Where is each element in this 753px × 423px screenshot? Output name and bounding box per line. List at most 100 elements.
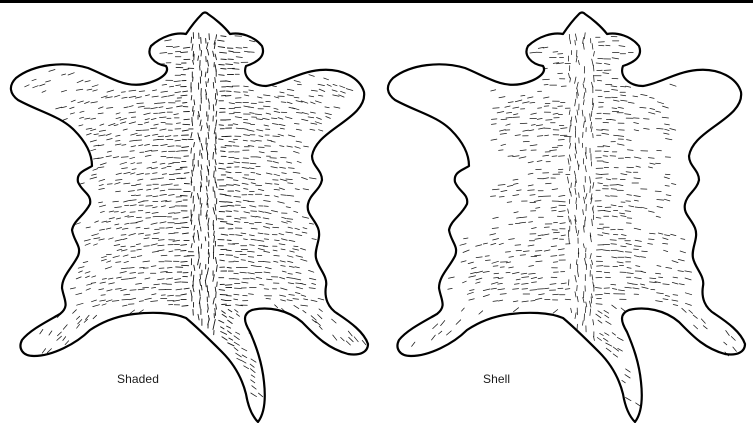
hair-stroke <box>100 229 105 230</box>
hair-stroke <box>288 168 294 169</box>
hair-stroke <box>263 218 269 219</box>
hair-stroke <box>122 228 128 229</box>
hair-stroke <box>476 257 482 258</box>
hair-stroke <box>153 173 158 174</box>
hair-stroke <box>282 217 286 218</box>
hair-stroke <box>151 244 157 245</box>
hair-stroke <box>248 251 255 252</box>
hair-stroke <box>229 141 235 142</box>
hair-stroke <box>309 223 313 224</box>
hair-stroke <box>136 283 142 284</box>
hair-stroke <box>593 65 594 71</box>
hair-stroke <box>128 191 134 192</box>
hair-stroke <box>123 238 127 239</box>
hair-stroke <box>222 337 227 340</box>
hair-stroke <box>640 107 646 108</box>
hair-stroke <box>460 244 466 246</box>
hair-stroke <box>302 232 307 233</box>
hair-stroke <box>583 210 584 215</box>
hair-stroke <box>553 52 558 53</box>
hair-stroke <box>612 289 616 290</box>
hair-stroke <box>115 289 121 290</box>
hair-stroke <box>701 319 705 323</box>
hair-stroke <box>121 268 128 269</box>
hair-stroke <box>228 310 232 312</box>
hair-stroke <box>144 238 149 239</box>
hair-stroke <box>213 83 214 89</box>
hair-stroke <box>561 128 567 129</box>
hair-stroke <box>153 90 157 91</box>
hair-stroke <box>121 250 127 251</box>
hair-stroke <box>200 120 201 126</box>
hair-stroke <box>327 85 331 87</box>
hair-stroke <box>167 278 173 279</box>
hair-stroke <box>198 133 200 140</box>
hair-stroke <box>590 301 591 307</box>
hair-stroke <box>304 299 308 300</box>
hair-stroke <box>685 271 692 272</box>
hair-stroke <box>561 235 565 236</box>
hair-stroke <box>207 50 208 56</box>
hair-stroke <box>685 303 691 305</box>
hair-stroke <box>569 73 570 78</box>
hair-stroke <box>672 261 678 263</box>
hair-stroke <box>568 159 569 165</box>
hair-stroke <box>221 222 227 223</box>
hair-stroke <box>226 172 231 173</box>
hair-stroke <box>523 102 530 103</box>
hair-stroke <box>232 69 239 70</box>
hair-stroke <box>726 331 730 336</box>
hair-stroke <box>78 320 82 324</box>
hair-stroke <box>456 320 461 325</box>
hair-stroke <box>107 184 112 185</box>
hair-stroke <box>175 140 180 141</box>
hair-stroke <box>536 261 542 262</box>
hair-stroke <box>287 256 293 258</box>
hair-stroke <box>76 293 82 295</box>
hair-stroke <box>280 277 285 279</box>
hair-stroke <box>228 205 234 206</box>
hair-stroke <box>208 292 209 298</box>
hair-stroke <box>194 142 195 146</box>
hair-stroke <box>138 273 144 274</box>
hair-stroke <box>295 201 300 202</box>
hair-stroke <box>633 284 638 285</box>
hair-stroke <box>648 158 654 159</box>
hair-stroke <box>101 259 106 261</box>
hair-stroke <box>565 289 570 290</box>
hair-stroke <box>265 212 271 214</box>
hair-stroke <box>250 206 256 207</box>
hair-stroke <box>296 256 303 258</box>
hair-stroke <box>591 265 592 269</box>
hair-stroke <box>218 47 224 48</box>
panel-shell: Shell <box>377 6 753 423</box>
hair-stroke <box>469 299 474 300</box>
hair-stroke <box>166 201 172 202</box>
hair-stroke <box>552 156 557 157</box>
hair-stroke <box>627 140 632 141</box>
hair-stroke <box>517 190 522 191</box>
hair-stroke <box>309 278 315 280</box>
hair-stroke <box>569 238 570 244</box>
hair-stroke <box>625 252 631 253</box>
hair-stroke <box>116 218 120 219</box>
hair-stroke <box>644 128 650 129</box>
hair-stroke <box>151 108 158 109</box>
hair-stroke <box>250 113 255 114</box>
hair-stroke <box>78 101 84 103</box>
hair-stroke <box>248 261 254 262</box>
hair-stroke <box>94 238 100 239</box>
hair-stroke <box>613 100 619 101</box>
hair-stroke <box>227 267 231 268</box>
hair-stroke <box>513 289 519 290</box>
hair-stroke <box>264 201 271 202</box>
hair-stroke <box>610 119 615 120</box>
hair-stroke <box>575 116 576 122</box>
hair-stroke <box>295 189 299 190</box>
hair-stroke <box>174 213 180 214</box>
hair-stroke <box>543 178 549 179</box>
hair-stroke <box>606 348 611 352</box>
hair-stroke <box>46 81 51 82</box>
hair-stroke <box>693 315 697 318</box>
hair-stroke <box>251 216 256 217</box>
